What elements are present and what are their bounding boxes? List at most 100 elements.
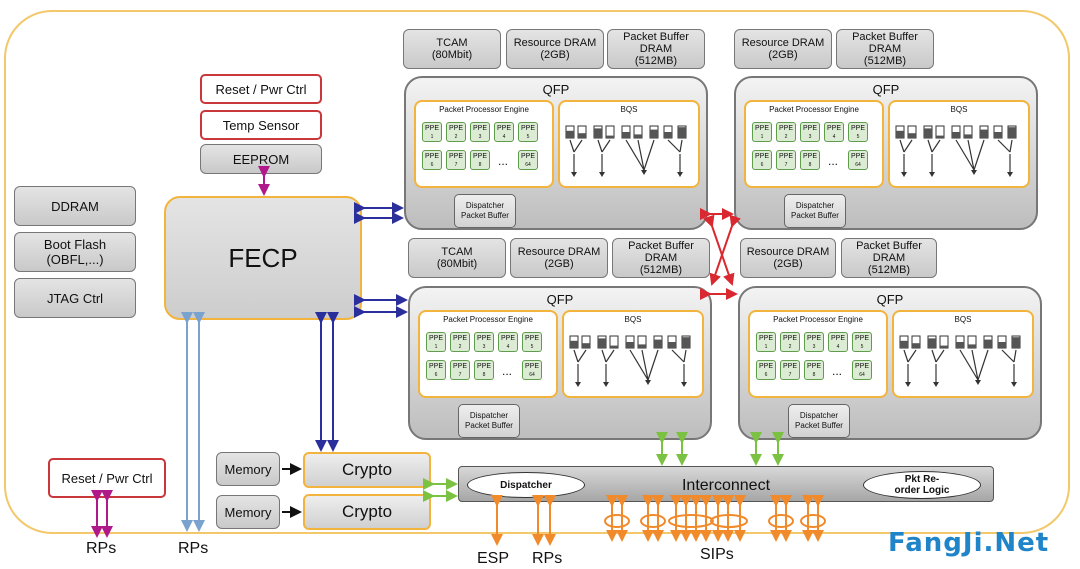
ppe-engine-title: Packet Processor Engine: [439, 105, 529, 114]
bqs-queue-diagram: [899, 335, 1021, 387]
tcam-box-top: TCAM (80Mbit): [403, 29, 501, 69]
bqs-panel: BQS: [558, 100, 700, 188]
memory-box-2: Memory: [216, 495, 280, 529]
bqs-queue-diagram: [895, 125, 1017, 177]
ppe-engine-title: Packet Processor Engine: [769, 105, 859, 114]
ppe-engine-title: Packet Processor Engine: [773, 315, 863, 324]
dispatcher-packet-buffer: Dispatcher Packet Buffer: [458, 404, 520, 438]
bqs-title: BQS: [624, 315, 642, 324]
esp-label: ESP: [477, 550, 510, 567]
bqs-queue-diagram: [569, 335, 691, 387]
bqs-panel: BQS: [892, 310, 1034, 398]
memory-box-1: Memory: [216, 452, 280, 486]
bqs-title: BQS: [950, 105, 968, 114]
tcam-box-mid: TCAM (80Mbit): [408, 238, 506, 278]
bqs-panel: BQS: [888, 100, 1030, 188]
resource-dram-top-a: Resource DRAM (2GB): [506, 29, 604, 69]
dispatcher-packet-buffer: Dispatcher Packet Buffer: [788, 404, 850, 438]
ppe-ellipsis: ...: [828, 154, 839, 168]
bqs-title: BQS: [620, 105, 638, 114]
ppe-engine-title: Packet Processor Engine: [443, 315, 533, 324]
dispatcher-packet-buffer: Dispatcher Packet Buffer: [784, 194, 846, 228]
dispatcher-packet-buffer: Dispatcher Packet Buffer: [454, 194, 516, 228]
packet-buffer-top-a: Packet Buffer DRAM (512MB): [607, 29, 705, 69]
bqs-queue-diagram: [565, 125, 687, 177]
packet-buffer-top-b: Packet Buffer DRAM (512MB): [836, 29, 934, 69]
ppe-ellipsis: ...: [498, 154, 509, 168]
dispatcher-pill: Dispatcher: [467, 472, 585, 498]
interconnect-label: Interconnect: [681, 477, 771, 494]
rps-label-2: RPs: [178, 540, 209, 557]
crypto-block-2: Crypto: [303, 494, 431, 530]
jtag-ctrl-box: JTAG Ctrl: [14, 278, 136, 318]
bqs-panel: BQS: [562, 310, 704, 398]
reorder-logic-pill: Pkt Re- order Logic: [863, 471, 981, 499]
ddram-box: DDRAM: [14, 186, 136, 226]
fecp-block: FECP: [164, 196, 362, 320]
sips-label: SIPs: [700, 546, 734, 563]
resource-dram-mid-a: Resource DRAM (2GB): [510, 238, 608, 278]
bqs-title: BQS: [954, 315, 972, 324]
temp-sensor-box: Temp Sensor: [200, 110, 322, 140]
qfp-title: QFP: [876, 292, 904, 307]
reset-pwr-ctrl-top: Reset / Pwr Ctrl: [200, 74, 322, 104]
resource-dram-top-b: Resource DRAM (2GB): [734, 29, 832, 69]
qfp-title: QFP: [542, 82, 570, 97]
resource-dram-mid-b: Resource DRAM (2GB): [740, 238, 836, 278]
rps-label-3: RPs: [532, 550, 563, 567]
packet-buffer-mid-b: Packet Buffer DRAM (512MB): [841, 238, 937, 278]
boot-flash-box: Boot Flash (OBFL,...): [14, 232, 136, 272]
crypto-block-1: Crypto: [303, 452, 431, 488]
ppe-ellipsis: ...: [832, 364, 843, 378]
fangji-watermark: FangJi.Net: [888, 528, 1050, 558]
packet-buffer-mid-a: Packet Buffer DRAM (512MB): [612, 238, 710, 278]
ppe-ellipsis: ...: [502, 364, 513, 378]
qfp-title: QFP: [872, 82, 900, 97]
rps-label-1: RPs: [86, 540, 117, 557]
